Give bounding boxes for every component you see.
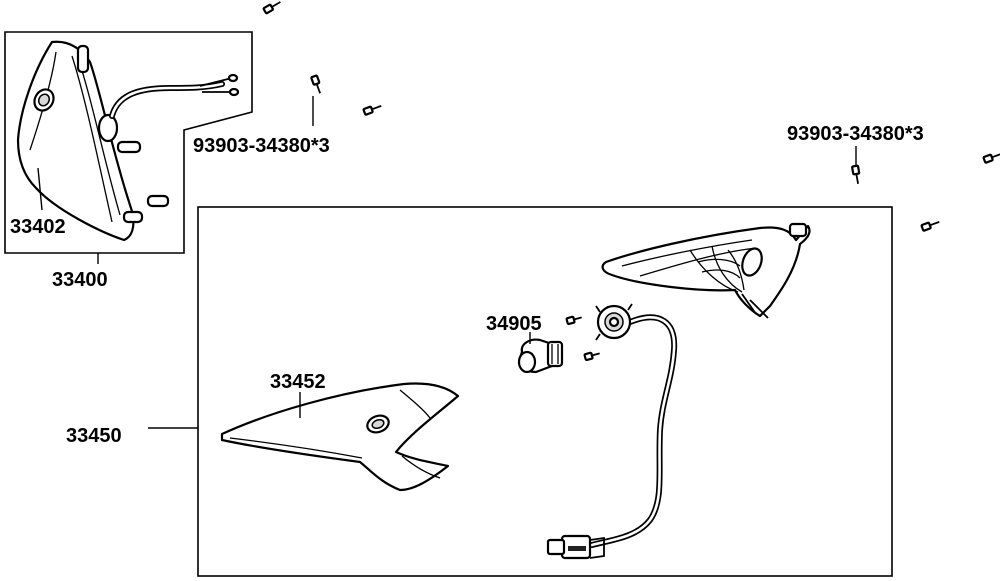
label-34905: 34905 <box>486 313 542 335</box>
label-33450: 33450 <box>66 425 122 447</box>
assembly-frame-33400 <box>4 31 253 254</box>
signal-housing <box>601 222 811 319</box>
label-33402: 33402 <box>10 216 66 238</box>
leader-33402 <box>37 167 43 211</box>
assembly-frame-33450 <box>197 206 893 577</box>
screw-icon <box>362 105 382 116</box>
label-screw-right: 93903-34380*3 <box>787 123 924 145</box>
screw-icon <box>851 164 861 184</box>
bulb-34905 <box>517 338 564 374</box>
signal-lens-33452 <box>220 382 460 492</box>
screw-icon <box>583 351 600 362</box>
bulb-socket-harness <box>546 303 678 560</box>
screw-icon <box>310 74 321 94</box>
screw-icon <box>982 153 1000 164</box>
screw-icon <box>262 1 281 15</box>
label-33400: 33400 <box>52 269 108 291</box>
screw-icon <box>565 315 582 326</box>
label-33452: 33452 <box>270 371 326 393</box>
label-screw-left: 93903-34380*3 <box>193 135 330 157</box>
screw-icon <box>920 221 940 232</box>
turn-signal-assembly-33402 <box>16 40 240 242</box>
